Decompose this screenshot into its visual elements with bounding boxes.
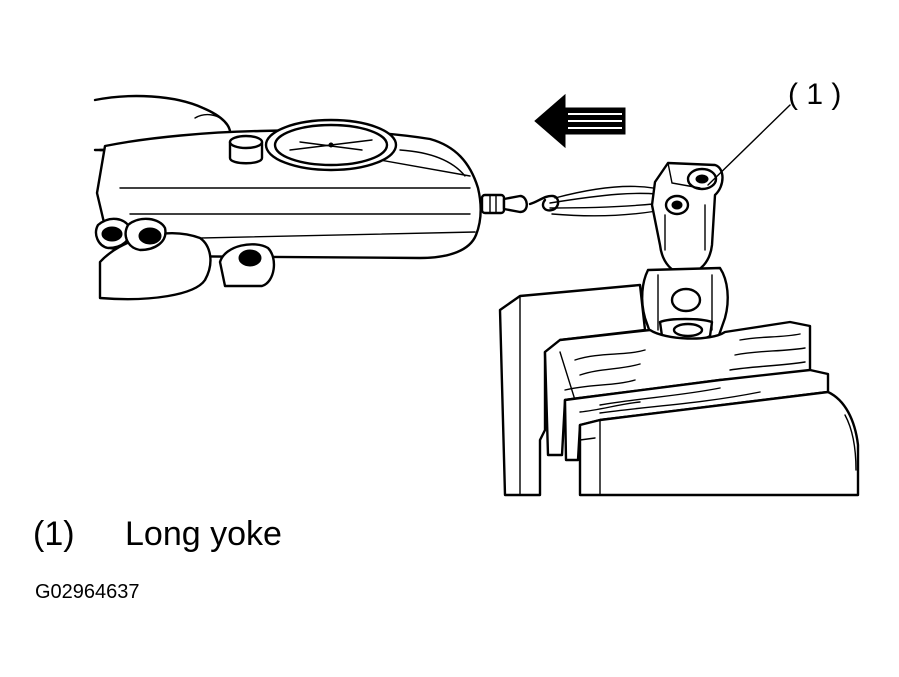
pull-direction-arrow <box>534 93 626 149</box>
callout-label: ( 1 ) <box>788 78 841 111</box>
hook-wire <box>528 185 673 217</box>
figure-code: G02964637 <box>35 581 140 603</box>
vise <box>498 283 860 497</box>
legend-label: Long yoke <box>125 515 282 553</box>
long-yoke <box>650 104 791 276</box>
legend-number: (1) <box>33 515 75 553</box>
front-hand <box>94 217 276 301</box>
